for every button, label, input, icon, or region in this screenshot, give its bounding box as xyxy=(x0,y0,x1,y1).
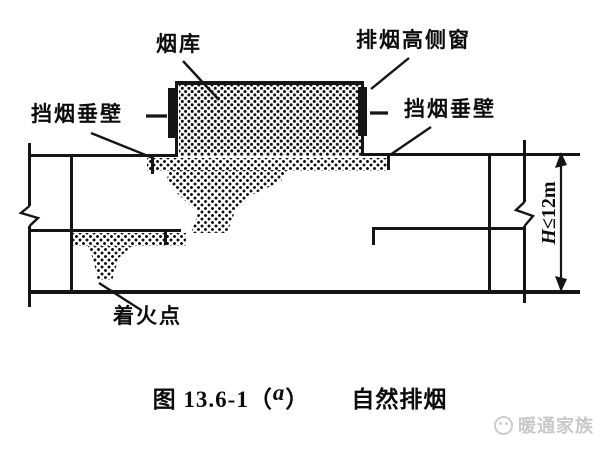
dimension-constraint: ≤12m xyxy=(538,181,560,230)
caption-figure-number: 图 13.6-1 xyxy=(152,387,249,412)
watermark-logo-icon xyxy=(494,415,513,435)
ceiling-line-right xyxy=(361,153,580,156)
caption-paren-open: （ xyxy=(248,386,273,412)
left-break-line-lower xyxy=(28,226,31,307)
break-mark-right xyxy=(513,201,536,227)
leader-exhaust-window xyxy=(370,57,410,90)
curtain-hang-right xyxy=(387,156,390,170)
label-fire-point: 着火点 xyxy=(113,305,182,328)
label-smoke-curtain-right: 挡烟垂壁 xyxy=(404,98,496,121)
reservoir-top-edge xyxy=(175,81,364,85)
leader-smoke-reservoir xyxy=(182,60,220,101)
floor-line xyxy=(29,290,580,294)
right-break-line-upper xyxy=(523,140,526,202)
caption-title: 自然排烟 xyxy=(351,386,448,412)
watermark: 暖通家族 xyxy=(494,412,594,438)
leader-curtain-right xyxy=(389,126,432,156)
window-bar-left xyxy=(168,88,177,138)
label-smoke-reservoir: 烟库 xyxy=(156,33,202,56)
smoke-reservoir-fill xyxy=(179,85,361,156)
left-interior-wall xyxy=(70,156,73,293)
caption-variant-letter: a xyxy=(272,380,286,405)
dimension-arrow-bottom xyxy=(555,276,567,292)
dimension-text: H≤12m xyxy=(538,158,560,268)
left-break-line-upper xyxy=(28,143,31,206)
leader-curtain-left xyxy=(90,131,154,160)
smoke-band-under-ceiling xyxy=(147,158,388,171)
caption-spacer xyxy=(309,380,351,414)
beam-right xyxy=(372,227,526,230)
ceiling-line-left xyxy=(29,154,176,157)
right-interior-wall xyxy=(488,155,491,292)
caption-paren-close: ） xyxy=(285,386,310,412)
curtain-hang-left xyxy=(151,157,154,174)
watermark-brand-text: 暖通家族 xyxy=(518,416,594,436)
leader-fire-point xyxy=(98,281,142,312)
smoke-band-under-beam xyxy=(73,233,186,246)
beam-right-tick xyxy=(372,227,375,245)
beam-left-tick xyxy=(164,229,167,245)
right-break-line-lower xyxy=(523,226,526,303)
break-mark-left xyxy=(18,205,41,227)
label-exhaust-high-side-window: 排烟高侧窗 xyxy=(356,29,471,52)
figure-caption: 图 13.6-1（a） 自然排烟 xyxy=(0,380,600,414)
dimension-symbol: H xyxy=(538,229,560,245)
window-bar-right xyxy=(358,87,367,136)
label-smoke-curtain-left: 挡烟垂壁 xyxy=(31,103,123,126)
beam-left xyxy=(29,229,181,232)
dimension-arrow-top xyxy=(555,152,567,168)
